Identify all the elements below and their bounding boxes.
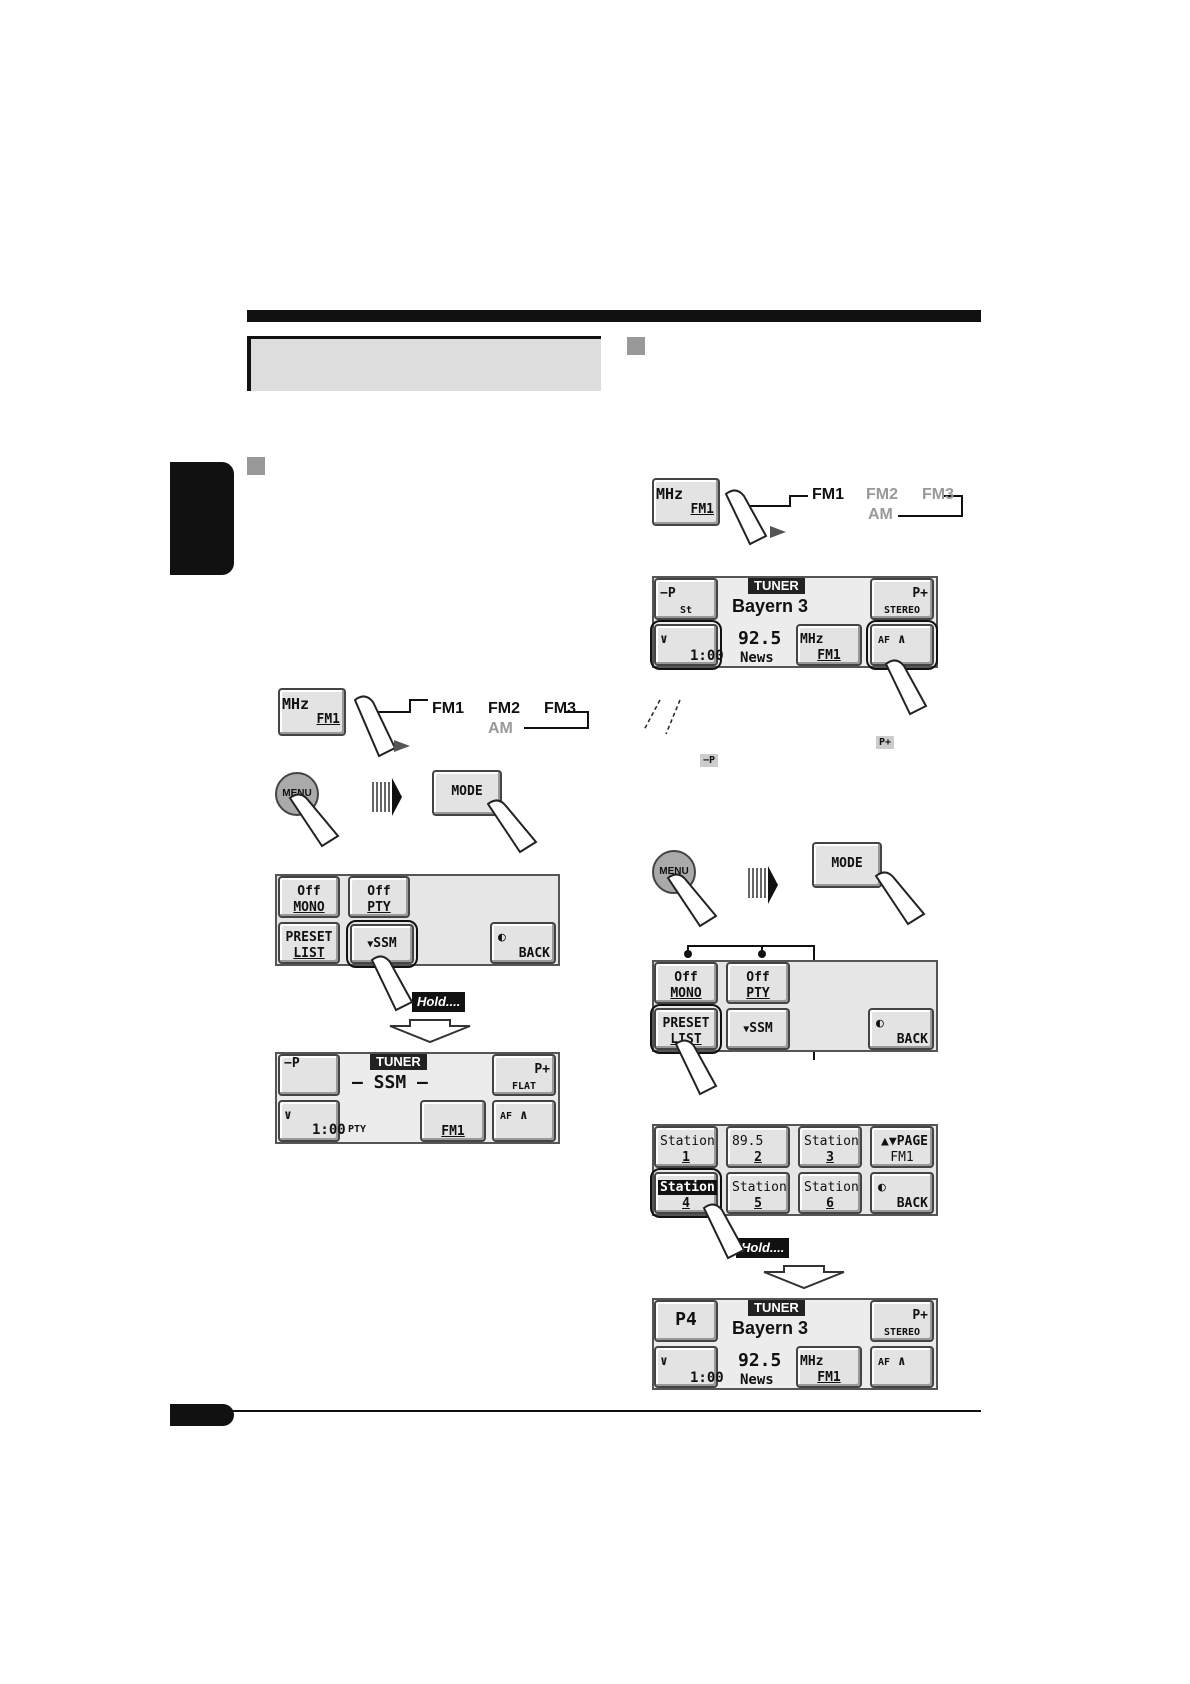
station-name: Bayern 3 (732, 596, 809, 616)
band-fm1-button[interactable]: FM1 (420, 1100, 486, 1142)
mhz-band-button[interactable]: MHz FM1 (278, 688, 346, 736)
pty-tag: PTY (348, 1124, 367, 1135)
band-fm3-right: FM3 (922, 486, 954, 503)
minus-p-button[interactable]: −P (278, 1054, 340, 1096)
minus-p-inline-icon: −P (700, 754, 719, 767)
tuner-label: TUNER (370, 1054, 427, 1070)
band-fm2-right: FM2 (866, 486, 898, 503)
seek-down-button[interactable]: ∨ (278, 1100, 340, 1142)
seek-down-button-final[interactable]: ∨ (654, 1346, 718, 1388)
section-marker-left (247, 457, 265, 475)
band-fm1-right: FM1 (812, 486, 844, 503)
seek-up-button-right[interactable]: AF ∧ (870, 624, 934, 666)
plus-p-button-final[interactable]: P+ STEREO (870, 1300, 934, 1342)
finger-icon (353, 695, 397, 758)
mhz-band-button-right[interactable]: MHz FM1 (652, 478, 720, 526)
band-am-right: AM (868, 506, 893, 523)
minus-p-button-final[interactable]: P4 (654, 1300, 718, 1342)
clock-final: 1:00 (690, 1370, 724, 1386)
back-button-right[interactable]: ◐BACK (868, 1008, 934, 1050)
section-marker-right (627, 337, 645, 355)
page-number-tab (170, 1404, 234, 1426)
band-fm2: FM2 (488, 700, 520, 717)
seek-up-button[interactable]: AF ∧ (492, 1100, 556, 1142)
mode-button-right[interactable]: MODE (812, 842, 882, 888)
band-am: AM (488, 720, 513, 737)
seek-down-button-right[interactable]: ∨ (654, 624, 718, 666)
frequency-final: 92.5 (738, 1350, 782, 1371)
hold-label: Hold.... (412, 992, 466, 1012)
band-fm1: FM1 (432, 700, 464, 717)
section-title-box (247, 336, 601, 391)
tuner-label-right: TUNER (748, 578, 805, 594)
plus-p-inline-icon: P+ (876, 736, 895, 749)
arrow-icon (372, 782, 392, 812)
arrow-icon-right (748, 868, 768, 898)
language-tab (170, 462, 234, 575)
plus-p-button[interactable]: P+ FLAT (492, 1054, 556, 1096)
preset-4-highlight (650, 1168, 722, 1218)
station-name-final: Bayern 3 (732, 1318, 809, 1338)
plus-p-button-right[interactable]: P+ STEREO (870, 578, 934, 620)
seek-up-button-final[interactable]: AF ∧ (870, 1346, 934, 1388)
frequency: 92.5 (738, 628, 782, 649)
seek-down-highlight (650, 620, 722, 670)
header-rule (247, 310, 981, 322)
pty-value: News (740, 650, 774, 666)
clock: 1:00 (312, 1122, 346, 1138)
hold-label-right: Hold.... (736, 1238, 790, 1258)
pty-value-final: News (740, 1372, 774, 1388)
ssm-button-right[interactable]: ▼SSM (726, 1008, 790, 1050)
back-button[interactable]: ◐BACK (490, 922, 556, 964)
ssm-status-text: – SSM – (352, 1072, 428, 1093)
back-button-preset[interactable]: ◐BACK (870, 1172, 934, 1214)
tuner-label-final: TUNER (748, 1300, 805, 1316)
footer-rule (170, 1410, 981, 1412)
